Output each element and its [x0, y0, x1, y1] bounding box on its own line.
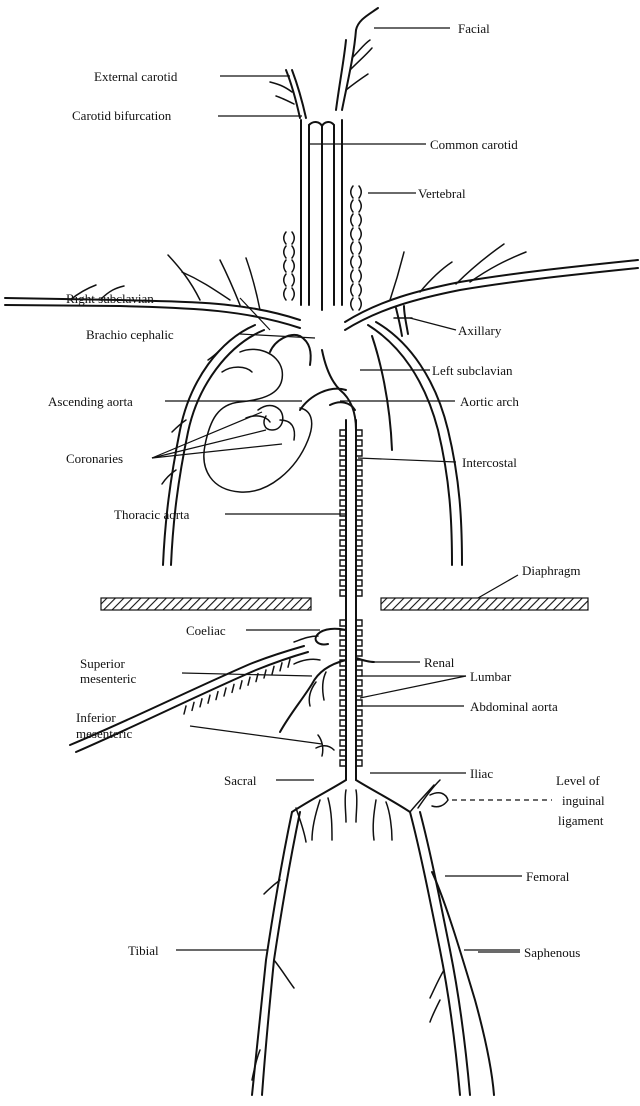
- vertebral-segment: [351, 228, 353, 240]
- label-inguinal-1: Level of: [556, 773, 600, 788]
- label-external-carotid: External carotid: [94, 69, 178, 84]
- vertebral-segment: [359, 298, 361, 310]
- label-inguinal-2: inguinal: [562, 793, 605, 808]
- mesenteric-twig: [184, 706, 186, 714]
- vertebral-segment: [351, 284, 353, 296]
- label-coronaries: Coronaries: [66, 451, 123, 466]
- coeliac-trunk: [294, 629, 346, 645]
- vertebral-segment: [284, 260, 286, 272]
- mesenteric-twig: [272, 666, 274, 674]
- vertebral-segment: [292, 288, 294, 300]
- diaphragm-right: [381, 598, 588, 610]
- external-carotid-artery: [270, 70, 306, 118]
- label-inferior-mesenteric-2: mesenteric: [76, 726, 133, 741]
- vertebral-segment: [359, 256, 361, 268]
- mesenteric-twig: [280, 663, 282, 671]
- iliac-left-branches: [410, 780, 448, 812]
- vertebral-segment: [284, 288, 286, 300]
- mesenteric-twig: [200, 699, 202, 707]
- vertebral-segment: [351, 270, 353, 282]
- vertebral-segment: [359, 200, 361, 212]
- label-inguinal-3: ligament: [558, 813, 604, 828]
- mesenteric-twig: [208, 695, 210, 703]
- left-subclavian-artery: [345, 244, 638, 330]
- label-iliac: Iliac: [470, 766, 493, 781]
- vertebral-segment: [284, 232, 286, 244]
- heart-outline: [204, 349, 312, 492]
- iliac-bifurcation: [292, 780, 410, 822]
- label-diaphragm: Diaphragm: [522, 563, 580, 578]
- vertebral-segment: [359, 186, 361, 198]
- label-coeliac: Coeliac: [186, 623, 226, 638]
- vertebral-segment: [351, 256, 353, 268]
- vertebral-segment: [359, 242, 361, 254]
- vertebral-segment: [351, 242, 353, 254]
- vertebral-segment: [292, 260, 294, 272]
- vertebral-segment: [292, 274, 294, 286]
- diaphragm-left: [101, 598, 311, 610]
- label-sacral: Sacral: [224, 773, 257, 788]
- vertebral-segment: [284, 246, 286, 258]
- vertebral-segment: [359, 284, 361, 296]
- vertebral-segment: [359, 214, 361, 226]
- label-right-subclavian: Right subclavian: [66, 291, 154, 306]
- superior-mesenteric-artery: [280, 659, 346, 732]
- vertebral-segment: [284, 274, 286, 286]
- label-carotid-bifurcation: Carotid bifurcation: [72, 108, 172, 123]
- common-carotid-arteries: [301, 120, 342, 310]
- label-inferior-mesenteric-1: Inferior: [76, 710, 116, 725]
- vertebral-segment: [351, 186, 353, 198]
- vertebral-segment: [359, 228, 361, 240]
- mesenteric-twig: [216, 692, 218, 700]
- mesenteric-twig: [224, 688, 226, 696]
- label-femoral: Femoral: [526, 869, 570, 884]
- vertebral-segment: [351, 214, 353, 226]
- leader-lines: [152, 28, 522, 1002]
- mesenteric-twig: [288, 659, 290, 667]
- label-facial: Facial: [458, 21, 490, 36]
- mesenteric-twig: [240, 681, 242, 689]
- mesenteric-twig: [264, 670, 266, 678]
- label-axillary: Axillary: [458, 323, 502, 338]
- vertebral-segment: [351, 200, 353, 212]
- mesenteric-twig: [232, 684, 234, 692]
- vertebral-segment: [292, 246, 294, 258]
- vertebral-artery-right-side: [284, 232, 295, 300]
- thoracic-aorta: [346, 420, 356, 780]
- label-lumbar: Lumbar: [470, 669, 512, 684]
- axillary-artery: [394, 306, 412, 336]
- label-saphenous: Saphenous: [524, 945, 580, 960]
- label-common-carotid: Common carotid: [430, 137, 518, 152]
- left-arm-descending: [368, 322, 462, 565]
- vertebral-artery-left-side: [351, 186, 362, 310]
- label-vertebral: Vertebral: [418, 186, 466, 201]
- right-leg-tibial: [252, 812, 300, 1095]
- vertebral-segment: [351, 298, 353, 310]
- vertebral-segment: [292, 232, 294, 244]
- vertebral-segment: [359, 270, 361, 282]
- facial-artery: [336, 8, 378, 110]
- label-renal: Renal: [424, 655, 455, 670]
- left-leg-femoral: [410, 812, 494, 1095]
- label-tibial: Tibial: [128, 943, 159, 958]
- label-ascending-aorta: Ascending aorta: [48, 394, 133, 409]
- mesenteric-twig: [248, 677, 250, 685]
- label-intercostal: Intercostal: [462, 455, 517, 470]
- label-abdominal-aorta: Abdominal aorta: [470, 699, 558, 714]
- sacral-branches: [296, 798, 392, 842]
- label-aortic-arch: Aortic arch: [460, 394, 519, 409]
- right-arm-descending: [162, 325, 264, 565]
- coronary-arteries: [246, 406, 294, 441]
- mesenteric-twig: [192, 702, 194, 710]
- label-superior-mesenteric-1: Superior: [80, 656, 125, 671]
- label-superior-mesenteric-2: mesenteric: [80, 671, 137, 686]
- label-brachio-cephalic: Brachio cephalic: [86, 327, 174, 342]
- label-left-subclavian: Left subclavian: [432, 363, 513, 378]
- label-thoracic-aorta: Thoracic aorta: [114, 507, 190, 522]
